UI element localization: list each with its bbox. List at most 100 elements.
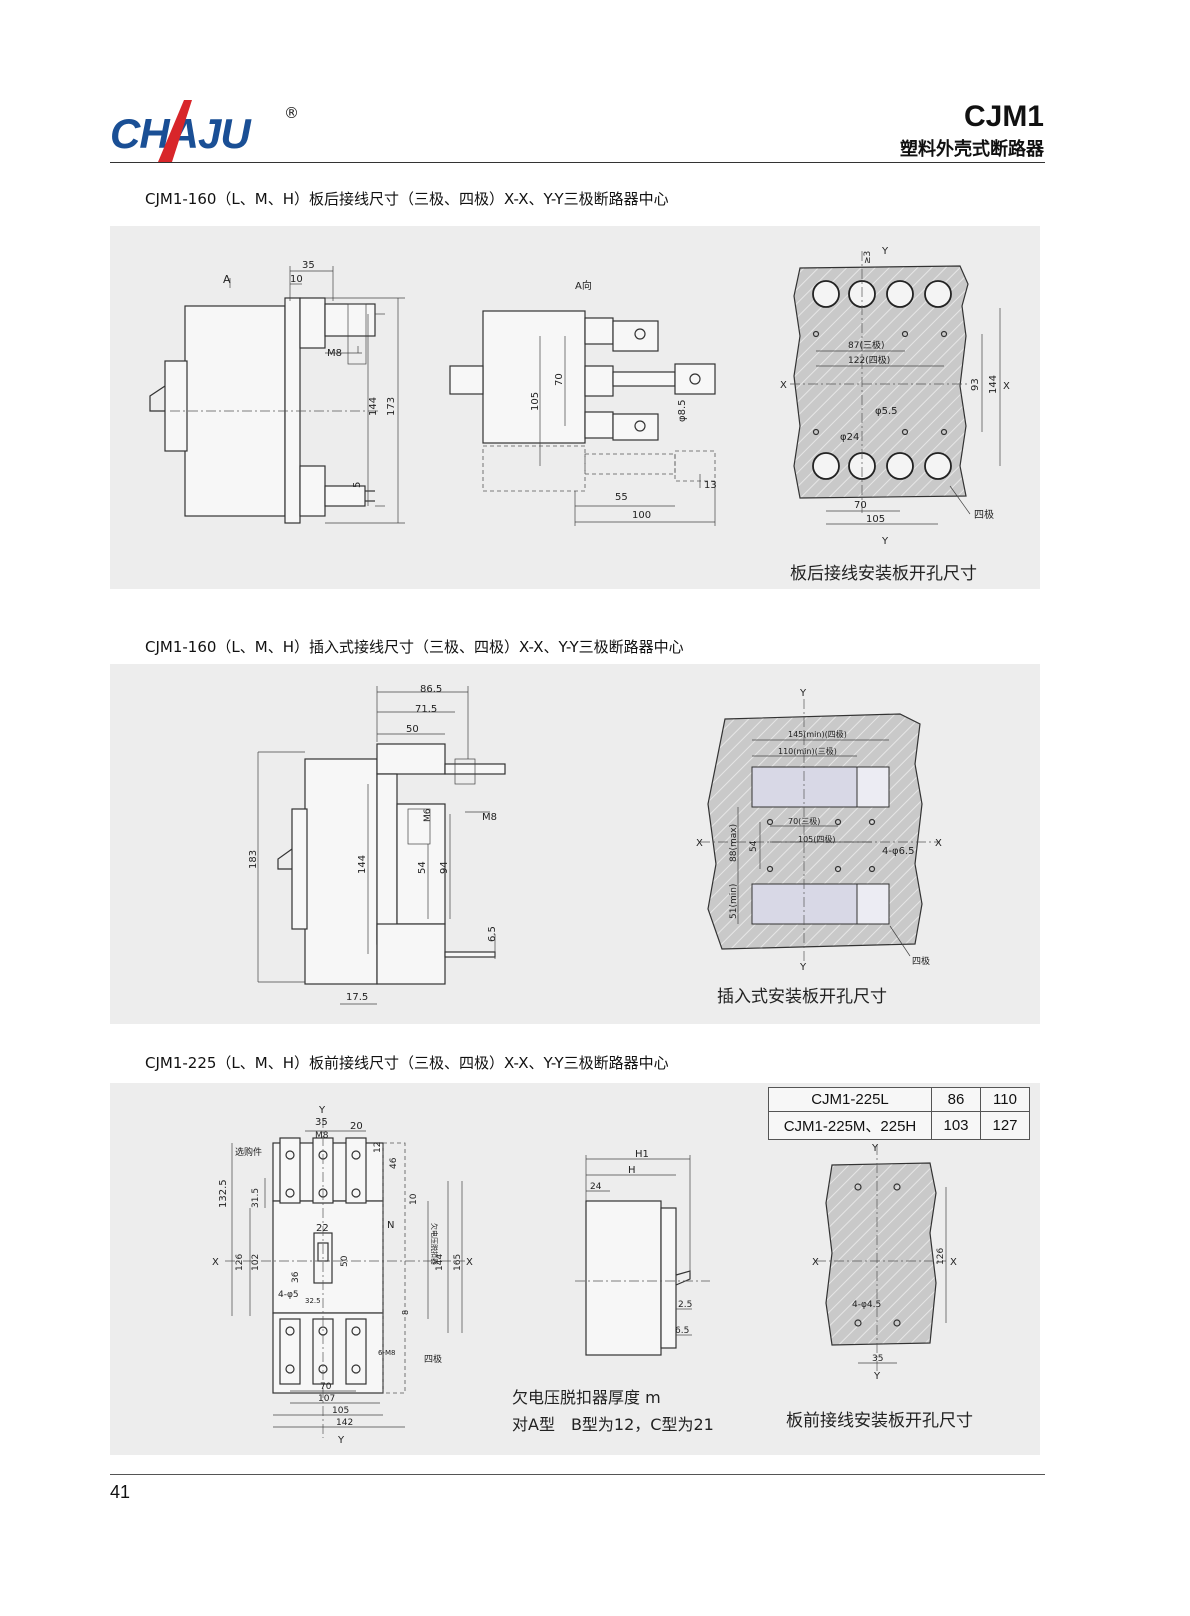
svg-text:35: 35 (302, 260, 315, 271)
svg-text:51(min): 51(min) (729, 884, 739, 919)
svg-text:H: H (628, 1165, 636, 1176)
svg-text:M6: M6 (423, 808, 433, 822)
svg-text:8: 8 (401, 1310, 410, 1315)
svg-text:94: 94 (439, 861, 450, 874)
svg-text:X: X (935, 838, 942, 849)
svg-text:A: A (223, 273, 231, 286)
table-row: CJM1-225L 86 110 (768, 1087, 1030, 1112)
svg-text:110(min)(三极): 110(min)(三极) (778, 746, 837, 756)
svg-text:M8: M8 (327, 348, 342, 359)
undervoltage-thickness-table: CJM1-225L 86 110 CJM1-225M、225H 103 127 (768, 1087, 1030, 1140)
svg-text:122(四极): 122(四极) (848, 354, 890, 366)
svg-text:4-φ4.5: 4-φ4.5 (852, 1300, 881, 1310)
header-divider (110, 162, 1045, 163)
section-3-title: CJM1-225（L、M、H）板前接线尺寸（三极、四极）X-X、Y-Y三极断路器… (145, 1054, 669, 1072)
table-cell: 103 (931, 1111, 981, 1140)
svg-text:86.5: 86.5 (420, 684, 442, 695)
svg-text:32.5: 32.5 (305, 1297, 321, 1305)
section-2-title: CJM1-160（L、M、H）插入式接线尺寸（三极、四极）X-X、Y-Y三极断路… (145, 638, 684, 656)
svg-text:70: 70 (320, 1382, 332, 1392)
svg-text:Y: Y (881, 246, 889, 257)
undervoltage-note-1: 欠电压脱扣器厚度 m (512, 1388, 661, 1407)
section-2-caption: 插入式安装板开孔尺寸 (717, 987, 887, 1007)
svg-text:46: 46 (389, 1157, 399, 1169)
svg-text:Y: Y (881, 536, 889, 547)
side-view-rear (149, 266, 405, 524)
svg-text:70: 70 (854, 500, 867, 511)
svg-text:142: 142 (336, 1418, 353, 1428)
svg-text:165: 165 (453, 1254, 463, 1271)
front-view-a (449, 310, 716, 526)
plate-front-wiring (816, 1145, 947, 1373)
svg-text:35: 35 (872, 1354, 883, 1364)
table-cell: 110 (980, 1087, 1030, 1112)
svg-text:107: 107 (318, 1394, 335, 1404)
svg-text:54: 54 (749, 840, 759, 852)
svg-text:105: 105 (866, 514, 885, 525)
svg-text:四极: 四极 (974, 508, 994, 521)
svg-text:φ8.5: φ8.5 (677, 400, 688, 423)
table-row: CJM1-225M、225H 103 127 (768, 1111, 1030, 1140)
svg-text:X: X (780, 380, 787, 391)
svg-text:10: 10 (409, 1193, 419, 1205)
svg-text:Y: Y (873, 1371, 881, 1382)
svg-text:70(三极): 70(三极) (788, 816, 820, 826)
svg-text:四极: 四极 (424, 1353, 442, 1365)
svg-text:12: 12 (373, 1142, 383, 1153)
svg-text:144: 144 (368, 397, 379, 416)
section-3-panel: Y 35 20 M8 12 46 选购件 132.5 31.5 10 N 22 … (110, 1083, 1040, 1455)
svg-text:N: N (387, 1220, 394, 1231)
svg-text:88(max): 88(max) (729, 824, 739, 862)
svg-text:22: 22 (316, 1223, 329, 1234)
svg-text:36: 36 (291, 1271, 301, 1283)
svg-text:5: 5 (352, 482, 363, 488)
table-cell: CJM1-225L (768, 1087, 932, 1112)
registered-mark: ® (284, 104, 299, 122)
section-1-drawing: A 35 10 M8 144 173 5 (149, 246, 1010, 584)
svg-text:四极: 四极 (912, 955, 930, 967)
svg-text:126: 126 (235, 1254, 245, 1271)
side-view-plug-in (257, 686, 506, 1005)
svg-text:Y: Y (799, 688, 807, 699)
svg-text:4-φ5: 4-φ5 (278, 1290, 299, 1300)
svg-text:φ24: φ24 (840, 432, 859, 443)
section-1-caption: 板后接线安装板开孔尺寸 (790, 564, 977, 584)
svg-text:4-φ6.5: 4-φ6.5 (882, 846, 914, 857)
svg-text:10: 10 (290, 274, 303, 285)
svg-text:H1: H1 (635, 1149, 649, 1160)
section-1-panel: A 35 10 M8 144 173 5 (110, 226, 1040, 589)
svg-text:选购件: 选购件 (235, 1146, 262, 1158)
section-2-drawing: 86.5 71.5 50 M6 M8 183 144 54 94 6.5 17.… (248, 684, 942, 1007)
svg-text:20: 20 (350, 1121, 363, 1132)
svg-text:105(四极): 105(四极) (798, 834, 836, 844)
section-2-panel: 86.5 71.5 50 M6 M8 183 144 54 94 6.5 17.… (110, 664, 1040, 1024)
svg-text:173: 173 (386, 397, 397, 416)
svg-text:17.5: 17.5 (346, 992, 368, 1003)
svg-text:144: 144 (357, 855, 368, 874)
plate-plug-in (700, 699, 940, 964)
svg-text:93: 93 (970, 378, 981, 391)
svg-text:X: X (466, 1257, 473, 1268)
svg-text:X: X (212, 1257, 219, 1268)
svg-text:132.5: 132.5 (218, 1179, 229, 1208)
svg-text:Y: Y (871, 1143, 879, 1154)
product-subtitle: 塑料外壳式断路器 (900, 139, 1044, 160)
svg-text:X: X (812, 1257, 819, 1268)
svg-text:Y: Y (337, 1435, 345, 1446)
svg-text:105: 105 (332, 1406, 349, 1416)
svg-text:A向: A向 (575, 279, 592, 292)
svg-text:105: 105 (530, 392, 541, 411)
undervoltage-note-2: 对A型 B型为12，C型为21 (512, 1415, 714, 1434)
svg-text:87(三极): 87(三极) (848, 339, 884, 351)
logo-mark-icon (158, 100, 192, 162)
section-3-caption: 板前接线安装板开孔尺寸 (786, 1411, 973, 1431)
plate-rear-wiring (790, 251, 1001, 525)
section-3-drawing: Y 35 20 M8 12 46 选购件 132.5 31.5 10 N 22 … (212, 1105, 973, 1446)
svg-text:X: X (1003, 381, 1010, 392)
svg-text:55: 55 (615, 492, 628, 503)
svg-text:126: 126 (936, 1248, 946, 1265)
section-1-title: CJM1-160（L、M、H）板后接线尺寸（三极、四极）X-X、Y-Y三极断路器… (145, 190, 669, 208)
front-view-225 (225, 1118, 465, 1438)
svg-text:X: X (950, 1257, 957, 1268)
table-cell: 127 (980, 1111, 1030, 1140)
